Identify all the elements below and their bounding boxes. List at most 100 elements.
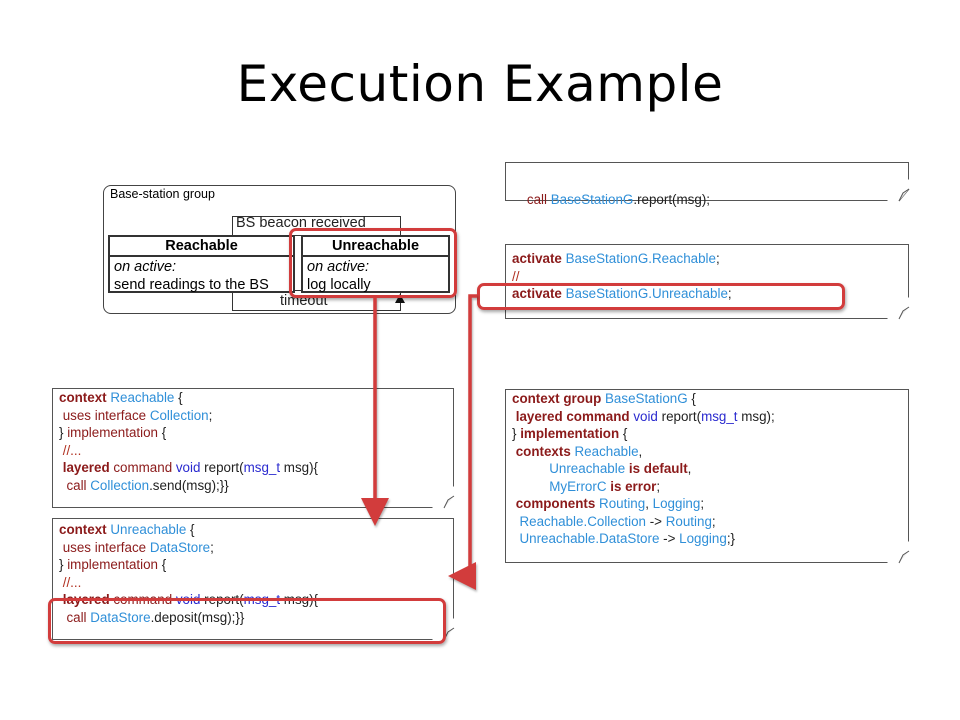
code-keyword: layered	[59, 460, 110, 475]
slide-title: Execution Example	[236, 55, 724, 113]
code-type: void	[629, 408, 658, 424]
code-text: }	[59, 425, 68, 440]
code-identifier: BaseStationG.Reachable	[565, 251, 716, 266]
code-text: {	[619, 426, 628, 441]
code-type: msg_t	[701, 408, 738, 424]
code-text: {	[158, 425, 167, 440]
code-text: ;	[715, 251, 720, 266]
code-identifier: Reachable.Collection	[519, 513, 646, 529]
state-unreachable-trigger: on active:	[307, 259, 370, 275]
reachable-context-note: context Reachable { uses interface Colle…	[52, 388, 455, 509]
code-keyword: context group	[512, 391, 605, 406]
state-unreachable: Unreachable on active: log locally	[301, 235, 450, 293]
code-text: ;	[210, 539, 214, 555]
code-keyword: is default	[625, 461, 688, 476]
code-text: {	[158, 557, 167, 572]
code-identifier: DataStore	[149, 539, 211, 555]
code-identifier: Routing	[599, 496, 646, 511]
highlight-unreachable-report	[48, 598, 446, 644]
code-text: }	[512, 426, 521, 441]
state-reachable-name: Reachable	[110, 237, 293, 257]
code-identifier: Routing	[665, 513, 712, 529]
code-keyword: layered	[512, 408, 563, 424]
transition-top-label: BS beacon received	[236, 215, 366, 231]
code-keyword: call	[59, 477, 91, 493]
page-fold-icon	[432, 486, 455, 509]
code-text: report(	[200, 460, 244, 475]
highlight-activate-unreachable	[477, 283, 845, 310]
code-comment: //	[512, 268, 520, 284]
code-identifier: Collection	[90, 477, 150, 493]
code-keyword: call	[59, 609, 91, 625]
code-text: ;	[727, 286, 732, 301]
code-text: ,	[687, 461, 692, 476]
code-keyword: implementation	[67, 425, 159, 440]
state-reachable-trigger: on active:	[114, 259, 177, 275]
code-identifier: BaseStationG	[550, 191, 634, 207]
code-keyword: uses interface	[59, 407, 150, 423]
code-text: {	[186, 522, 195, 537]
code-identifier: Logging	[679, 531, 727, 546]
state-unreachable-action: log locally	[307, 277, 371, 293]
code-type: msg_t	[243, 460, 281, 475]
state-reachable: Reachable on active: send readings to th…	[108, 235, 295, 293]
code-text: report(	[657, 408, 702, 424]
code-text: msg){	[280, 460, 319, 475]
arrow-activate-to-context	[448, 294, 477, 590]
code-text: {	[174, 390, 183, 405]
code-comment: //...	[59, 574, 82, 590]
code-keyword: uses interface	[59, 539, 150, 555]
code-identifier: Unreachable	[110, 522, 187, 537]
code-text: .send(msg);}}	[149, 477, 229, 493]
code-text: }	[59, 557, 68, 572]
page-fold-icon	[887, 297, 910, 320]
code-text: .report(msg);	[633, 191, 710, 207]
code-identifier: Reachable	[574, 443, 639, 459]
code-keyword: contexts	[512, 443, 575, 459]
code-type: void	[172, 460, 201, 475]
code-keyword: components	[512, 496, 600, 511]
code-identifier: DataStore	[90, 609, 151, 625]
code-keyword: activate	[512, 251, 566, 266]
transition-arrowhead-icon	[395, 294, 405, 303]
code-identifier: Collection	[149, 407, 209, 423]
group-title: Base-station group	[110, 187, 215, 201]
code-keyword: call	[526, 191, 551, 207]
code-identifier: Unreachable	[549, 461, 626, 476]
code-text: {	[687, 391, 696, 406]
code-text: msg);	[737, 408, 775, 424]
code-identifier: BaseStationG.Unreachable	[565, 286, 728, 301]
page-fold-icon	[887, 541, 910, 564]
code-identifier: Logging	[652, 496, 701, 511]
code-identifier: Unreachable.DataStore	[519, 531, 660, 546]
code-text: ;	[711, 513, 716, 529]
code-text: ;	[656, 478, 661, 494]
code-keyword: context	[59, 522, 111, 537]
call-code-note: call BaseStationG.report(msg);	[505, 162, 910, 207]
highlight-unreachable-state	[289, 228, 457, 298]
code-text: ,	[638, 443, 643, 459]
code-identifier: Reachable	[110, 390, 175, 405]
code-text: ->	[659, 531, 680, 546]
code-text: .deposit(msg);}}	[150, 609, 245, 625]
code-comment: //...	[59, 442, 82, 458]
code-keyword: activate	[512, 286, 566, 301]
context-group-note: context group BaseStationG { layered com…	[505, 389, 910, 564]
code-text: ->	[646, 513, 666, 529]
code-keyword: is error	[606, 478, 657, 494]
page-fold-icon	[887, 179, 910, 202]
code-text: ;}	[726, 531, 736, 546]
code-text: ;	[208, 407, 213, 423]
code-keyword: command	[109, 460, 173, 475]
code-keyword: implementation	[67, 557, 159, 572]
code-keyword: context	[59, 390, 111, 405]
state-reachable-action: send readings to the BS	[114, 277, 269, 293]
state-unreachable-name: Unreachable	[303, 237, 448, 257]
code-text: ;	[700, 496, 705, 511]
code-text: ,	[645, 496, 653, 511]
code-keyword: command	[562, 408, 630, 424]
code-identifier: BaseStationG	[605, 391, 688, 406]
code-identifier: MyErrorC	[549, 478, 607, 494]
code-keyword: implementation	[520, 426, 620, 441]
